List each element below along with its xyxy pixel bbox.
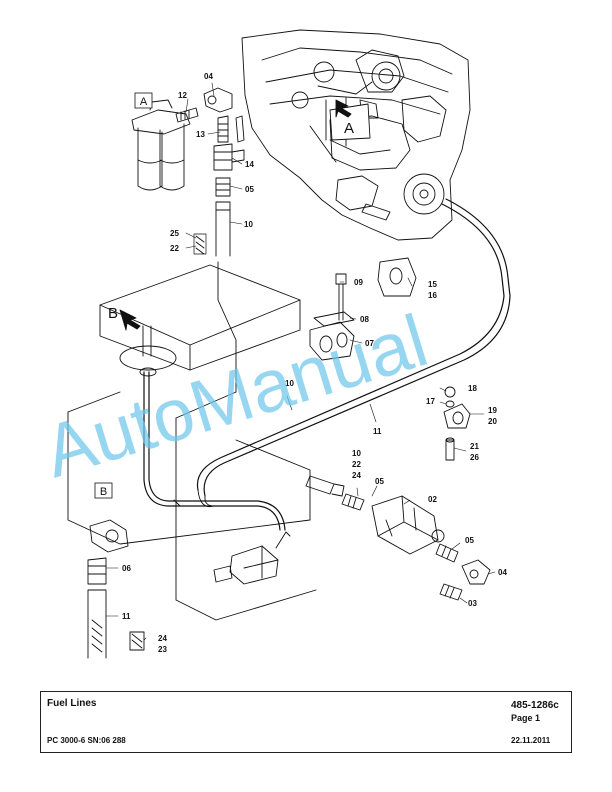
view-a-marker-label: A [344,120,354,137]
callout-18: 18 [468,384,477,393]
elbow-04-illustration [461,559,491,585]
callout-15: 15 [428,280,437,289]
callout-13: 13 [196,130,205,139]
callout-10-fitting: 10 [352,449,361,458]
fitting-13-illustration [217,115,245,143]
clamp-15-illustration [377,257,417,297]
callout-07: 07 [365,339,374,348]
view-arrow-b [119,309,141,331]
callout-16: 16 [428,291,437,300]
fitting-04-illustration [203,87,233,113]
hose-fitting-10-illustration [305,475,345,497]
callout-labels: 04 12 13 14 05 10 25 22 09 15 16 08 07 1… [122,72,507,654]
engine-illustration [241,29,471,241]
watermark-text: AutoManual [34,298,436,493]
lower-fitting-illustration [213,531,291,585]
bolt-09-illustration [335,273,347,321]
callout-22: 22 [170,244,179,253]
callout-05: 05 [245,185,254,194]
fitting-03-illustration [439,583,463,601]
callout-09: 09 [354,278,363,287]
callout-24-detail: 24 [158,634,167,643]
callout-08: 08 [360,315,369,324]
callout-23: 23 [158,645,167,654]
callout-04: 04 [204,72,213,81]
fuel-filter-illustration [131,99,191,191]
callout-22-fitting: 22 [352,460,361,469]
callout-02: 02 [428,495,437,504]
fitting-05-right-illustration [435,543,459,563]
callout-21: 21 [470,442,479,451]
clamp-07-illustration [309,321,355,361]
callout-10-hose: 10 [285,379,294,388]
document-number: 485-1286c [511,700,559,711]
callout-05-mid: 05 [375,477,384,486]
callout-25: 25 [170,229,179,238]
fitting-12-illustration [175,107,199,123]
callout-03: 03 [468,599,477,608]
tank-illustration [67,261,317,621]
page-number: Page 1 [511,713,541,723]
view-b-box-label: B [100,486,107,498]
drawing-date: 22.11.2011 [511,736,551,745]
callout-20: 20 [488,417,497,426]
callout-17: 17 [426,397,435,406]
callout-11-hose: 11 [373,427,382,436]
view-a-box-label: A [140,96,148,108]
plate-08-illustration [313,311,355,327]
view-arrow-a [335,99,352,118]
drawing-title: Fuel Lines [47,698,97,709]
callout-12: 12 [178,91,187,100]
fuel-pump-02-illustration [371,495,445,555]
callout-19: 19 [488,406,497,415]
detail-b-illustration [87,519,145,659]
valve-14-illustration [213,143,245,171]
callout-06: 06 [122,564,131,573]
fitting-05-top-illustration [215,177,231,197]
callout-10: 10 [244,220,253,229]
fuel-lines-diagram: A B A B 04 12 13 14 05 10 25 22 09 15 16… [34,29,511,659]
view-b-marker-label: B [108,305,118,322]
title-block: Fuel Lines 485-1286c Page 1 PC 3000-6 SN… [40,691,572,753]
fitting-05-mid-illustration [341,493,365,511]
callout-24-fitting: 24 [352,471,361,480]
callout-26: 26 [470,453,479,462]
callout-04-elbow: 04 [498,568,507,577]
machine-model: PC 3000-6 SN:06 288 [47,736,126,745]
hose-10-top-illustration [215,201,231,257]
clamp-19-illustration [443,386,471,461]
callout-05-right: 05 [465,536,474,545]
callout-14: 14 [245,160,254,169]
hose-segment-illustration [193,233,207,255]
callout-11-detail: 11 [122,612,131,621]
